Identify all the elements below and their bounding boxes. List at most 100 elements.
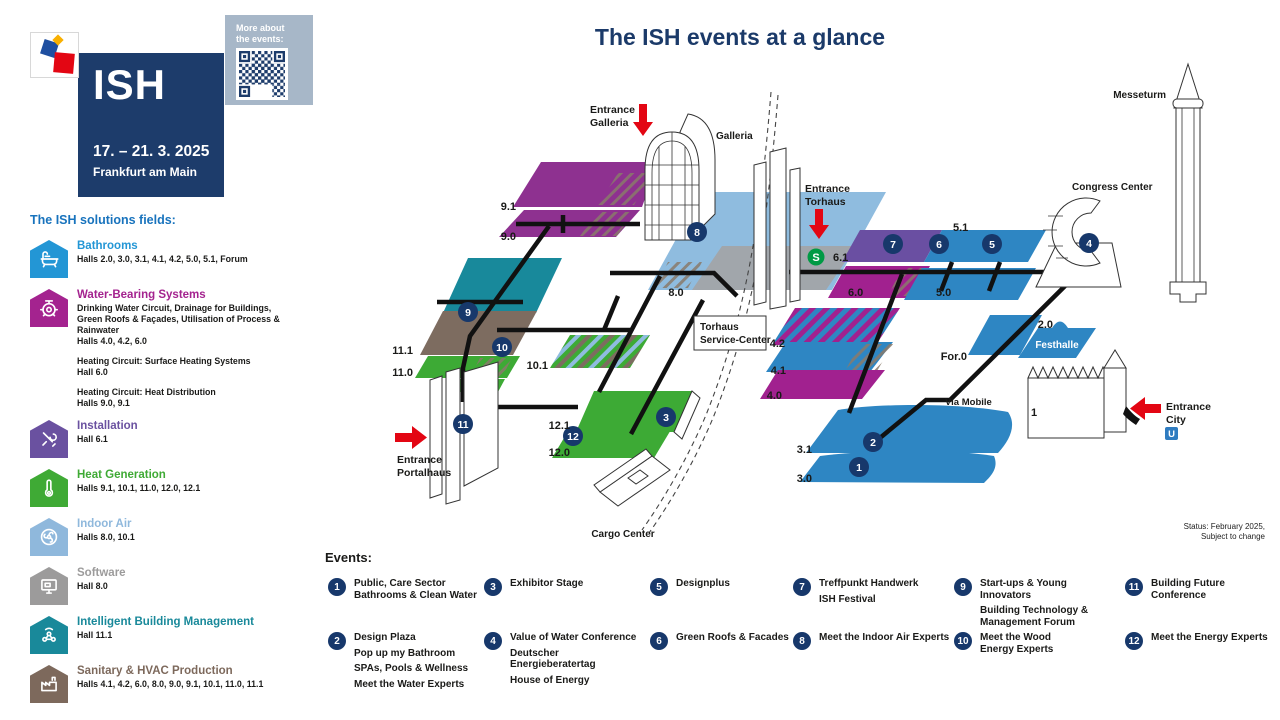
map-badge-number: 1 <box>856 462 862 474</box>
logo-red-square <box>53 52 75 74</box>
event-number-badge: 9 <box>954 578 972 596</box>
galleria-building <box>644 113 716 241</box>
hall-11-1-lower <box>420 311 537 355</box>
event-names: Green Roofs & Facades <box>676 632 789 643</box>
walkways <box>437 215 1069 449</box>
event-number-badge: 2 <box>328 632 346 650</box>
events-heading: Events: <box>325 550 372 565</box>
solution-field-halls: Hall 6.1 <box>77 434 108 444</box>
event-names: Exhibitor Stage <box>510 578 584 589</box>
water-system-icon <box>30 289 68 327</box>
hall-label-11-1: 11.1 <box>392 345 413 357</box>
map-badge-10 <box>492 337 512 357</box>
railway-line <box>641 91 779 534</box>
fan-icon <box>30 518 68 556</box>
factory-icon <box>30 665 68 703</box>
via-mobile-label: Via Mobile <box>945 397 992 408</box>
hall-label-4-2: 4.2 <box>770 338 785 350</box>
event-number-badge: 3 <box>484 578 502 596</box>
ish-banner: ISH 17. – 21. 3. 2025 Frankfurt am Main <box>78 53 224 197</box>
thermometer-icon <box>30 469 68 507</box>
map-badge-number: 8 <box>694 227 700 239</box>
map-badge-7 <box>883 234 903 254</box>
bathtub-icon <box>30 240 68 278</box>
hall-label-5-1: 5.1 <box>953 222 968 234</box>
map-badge-3 <box>656 407 676 427</box>
svg-text:Entrance: Entrance <box>397 454 442 466</box>
messe-frankfurt-logo <box>30 32 79 78</box>
map-badge-number: 7 <box>890 239 896 251</box>
map-badge-6 <box>929 234 949 254</box>
hall-label-8-0: 8.0 <box>668 287 683 299</box>
event-legend-item: 3 Exhibitor Stage <box>484 578 642 596</box>
torhaus-building <box>753 147 801 310</box>
hall-label-4-0: 4.0 <box>767 390 782 402</box>
page-title: The ISH events at a glance <box>594 24 886 50</box>
event-name: ISH <box>93 61 167 108</box>
solution-field-halls: Halls 2.0, 3.0, 3.1, 4.1, 4.2, 5.0, 5.1,… <box>77 254 248 264</box>
solution-field-halls: Hall 11.1 <box>77 630 113 640</box>
event-names: Designplus <box>676 578 730 589</box>
solution-field-title: Sanitary & HVAC Production <box>77 665 233 677</box>
qr-caption: More about the events: <box>236 23 285 44</box>
galleria-label: Galleria <box>716 131 753 142</box>
building-labels: Galleria Congress Center Messeturm Cargo… <box>591 90 1166 540</box>
qr-code <box>236 48 288 100</box>
sbahn-icon <box>807 248 825 266</box>
svg-text:City: City <box>1166 414 1186 426</box>
solution-field-halls: Heating Circuit: Surface Heating Systems… <box>77 356 251 377</box>
portalhaus-building <box>429 361 499 505</box>
hall-label-6-0: 6.0 <box>848 287 863 299</box>
hall-4-0 <box>760 370 885 399</box>
event-dates: 17. – 21. 3. 2025 <box>93 143 210 160</box>
svg-text:Entrance: Entrance <box>1166 401 1211 413</box>
event-number-badge: 10 <box>954 632 972 650</box>
cargo-center-label: Cargo Center <box>591 529 654 540</box>
entrance-city: Entrance City U <box>1130 397 1211 440</box>
entrance-galleria: Entrance Galleria <box>590 104 653 136</box>
hall-label-11-0: 11.0 <box>392 367 413 379</box>
status-note: Status: February 2025, Subject to change <box>1183 522 1265 541</box>
map-badge-number: 11 <box>457 419 468 431</box>
torhaus-service-center-box: Torhaus Service-Center <box>693 315 771 351</box>
hall-5-0 <box>904 268 1036 300</box>
solution-field-title: Installation <box>77 420 138 432</box>
hall-label-9-1: 9.1 <box>501 201 516 213</box>
hall-labels: 9.1 9.0 8.0 11.1 11.0 10.1 12.1 12.0 6.1… <box>392 201 1053 485</box>
svg-text:Portalhaus: Portalhaus <box>397 467 451 479</box>
solution-field-title: Intelligent Building Management <box>77 616 254 628</box>
ubahn-icon <box>1165 427 1178 440</box>
solution-field-halls: Drinking Water Circuit, Drainage for Bui… <box>77 303 280 346</box>
hall-label-4-1: 4.1 <box>771 365 786 377</box>
hall-label-2-0: 2.0 <box>1038 319 1053 331</box>
hall-1-building <box>1027 349 1140 439</box>
messeturm-building <box>1169 62 1207 303</box>
solution-field-halls: Halls 4.1, 4.2, 6.0, 8.0, 9.0, 9.1, 10.1… <box>77 679 264 689</box>
solution-field-halls: Hall 8.0 <box>77 581 108 591</box>
event-location: Frankfurt am Main <box>93 165 198 179</box>
entrance-torhaus: Entrance Torhaus <box>805 183 850 239</box>
hall-3-0 <box>800 450 996 483</box>
event-names: Meet the Indoor Air Experts <box>819 632 950 643</box>
map-badge-4 <box>1079 233 1099 253</box>
map-badge-12 <box>563 426 583 446</box>
solution-field-title: Bathrooms <box>77 240 138 252</box>
hall-label-3-0: 3.0 <box>797 473 812 485</box>
hall-3-1 <box>806 404 1013 453</box>
